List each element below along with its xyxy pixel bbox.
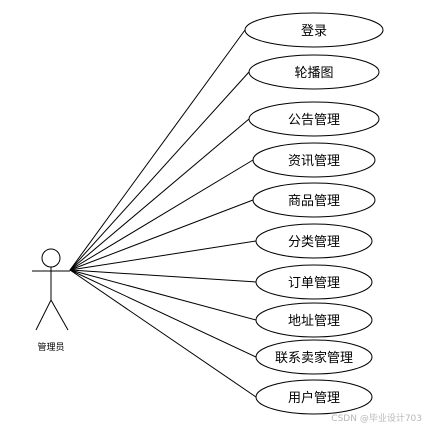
actor-right-leg (50, 299, 69, 331)
use-case-address-management: 地址管理 (255, 302, 373, 338)
actor-head (41, 248, 61, 268)
use-case-label: 联系卖家管理 (275, 350, 353, 366)
association-line-news (69, 159, 254, 271)
association-lines (69, 29, 257, 398)
use-case-list: 登录 轮播图 公告管理 资讯管理 商品管理 分类管理 订单管理 地址管理 (244, 12, 384, 415)
association-line-address (69, 269, 257, 321)
association-line-order (69, 269, 257, 283)
association-line-goods (69, 199, 254, 271)
use-case-label: 分类管理 (288, 235, 340, 250)
actor-left-leg (35, 299, 52, 331)
use-case-label: 资讯管理 (288, 154, 340, 169)
use-case-login: 登录 (244, 12, 384, 48)
use-case-label: 订单管理 (288, 276, 340, 291)
use-case-user-management: 用户管理 (255, 379, 373, 415)
use-case-label: 轮播图 (294, 66, 333, 81)
use-case-label: 商品管理 (288, 194, 340, 209)
use-case-contact-seller-management: 联系卖家管理 (255, 339, 373, 375)
use-case-label: 用户管理 (288, 390, 340, 406)
use-case-carousel: 轮播图 (248, 54, 380, 90)
actor-label: 管理员 (37, 341, 64, 353)
association-line-category (69, 240, 257, 271)
use-case-label: 登录 (301, 24, 327, 39)
association-line-carousel (69, 71, 250, 271)
watermark: CSDN @毕业设计703 (331, 412, 422, 424)
use-case-category-management: 分类管理 (255, 223, 373, 259)
association-line-user (69, 269, 257, 398)
use-case-label: 地址管理 (288, 314, 340, 329)
use-case-order-management: 订单管理 (255, 264, 373, 300)
use-case-news-management: 资讯管理 (252, 142, 376, 178)
association-line-login (69, 29, 246, 271)
use-case-goods-management: 商品管理 (252, 182, 376, 218)
association-line-notice (69, 118, 250, 271)
actor-admin (32, 248, 70, 331)
association-line-contact-seller (69, 269, 257, 358)
use-case-label: 公告管理 (288, 113, 340, 128)
use-case-notice-management: 公告管理 (248, 101, 380, 137)
